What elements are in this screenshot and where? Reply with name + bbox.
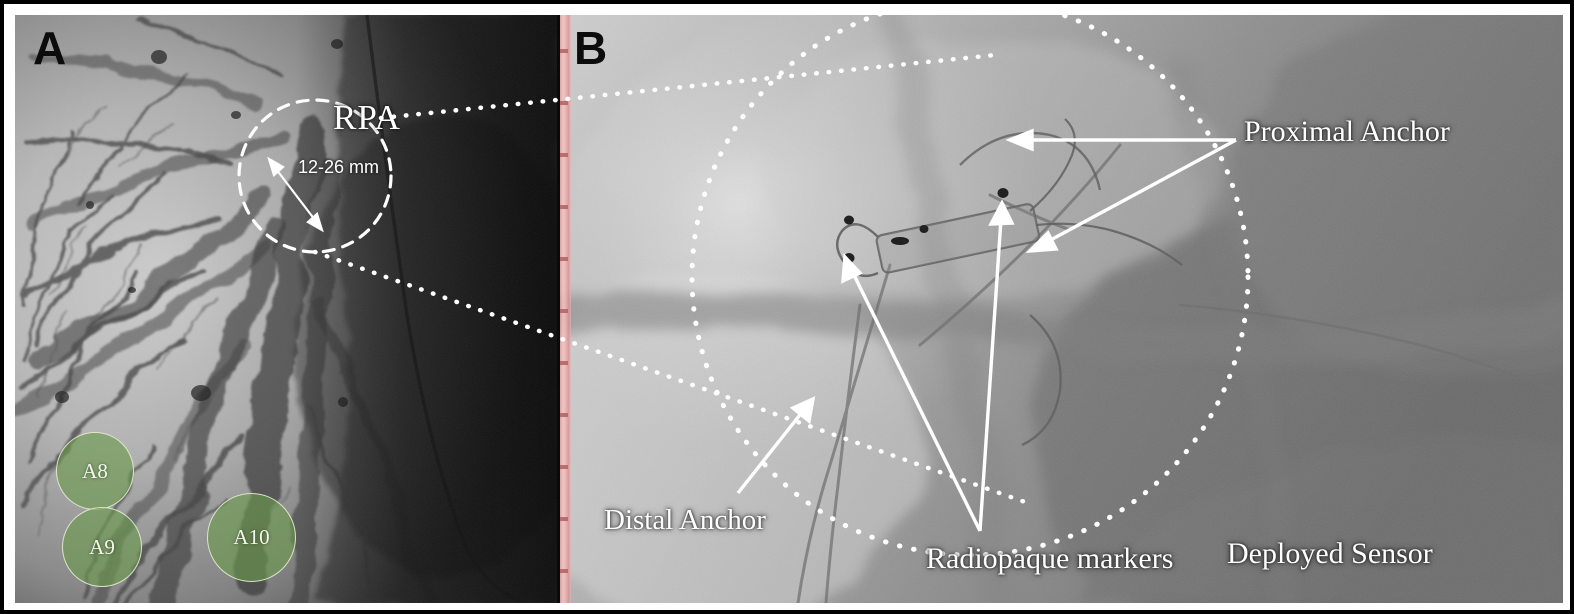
distal-anchor-label: Distal Anchor <box>604 504 766 536</box>
rpa-vessel-label: RPA <box>333 98 401 137</box>
ruler-tick <box>560 517 568 521</box>
candidate-site-a8: A8 <box>56 432 134 510</box>
panel-b-fluoroscopy: B Proximal Anchor Distal Anchor Radiopaq… <box>560 15 1563 603</box>
ruler-tick <box>560 465 568 469</box>
ruler-tick <box>560 569 568 573</box>
panel-a-angiogram: A RPA 12-26 mm A8 A9 A10 <box>15 15 557 603</box>
candidate-site-a8-label: A8 <box>82 458 108 483</box>
candidate-site-a9-label: A9 <box>89 534 115 559</box>
fluoroscopy-ruler-strip <box>560 15 571 603</box>
vessel-diameter-label: 12-26 mm <box>298 157 380 177</box>
deployed-sensor-label: Deployed Sensor <box>1227 537 1433 570</box>
figure-inner: A RPA 12-26 mm A8 A9 A10 <box>15 15 1563 603</box>
candidate-site-a10: A10 <box>207 493 296 582</box>
ruler-tick <box>560 101 568 105</box>
ruler-tick <box>560 309 568 313</box>
ruler-tick <box>560 413 568 417</box>
proximal-anchor-label: Proximal Anchor <box>1244 115 1450 148</box>
candidate-site-a9: A9 <box>62 507 142 587</box>
ruler-tick <box>560 257 568 261</box>
ruler-tick <box>560 205 568 209</box>
candidate-site-a10-label: A10 <box>233 525 270 549</box>
ruler-tick <box>560 153 568 157</box>
ruler-tick <box>560 361 568 365</box>
panel-b-letter: B <box>574 22 608 74</box>
panel-a-letter: A <box>33 22 67 74</box>
ruler-tick <box>560 49 568 53</box>
radiopaque-markers-label: Radiopaque markers <box>926 542 1174 575</box>
